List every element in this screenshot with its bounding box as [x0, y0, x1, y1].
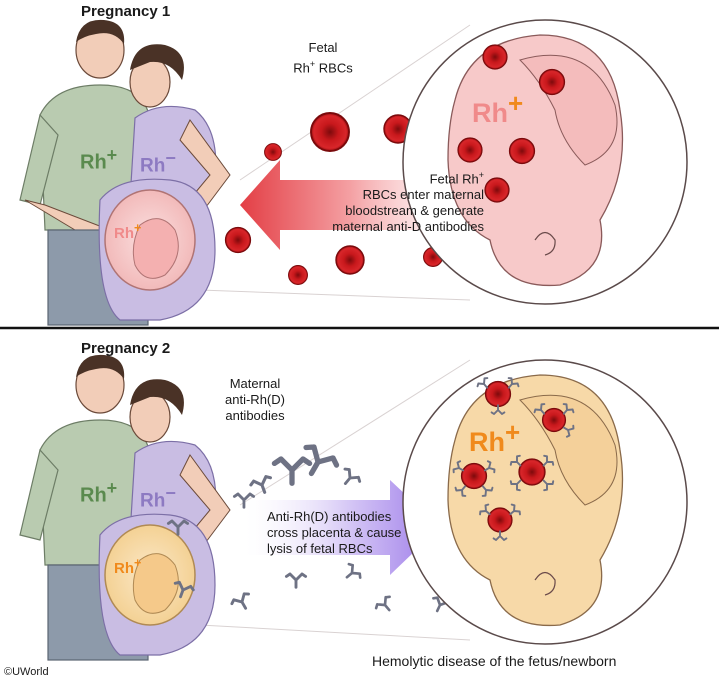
arrow-2-line3: lysis of fetal RBCs [267, 541, 373, 556]
antibody [373, 593, 398, 618]
rbc [457, 137, 483, 163]
mother-figure-2 [98, 379, 231, 656]
mother-figure [98, 44, 231, 321]
arrow-1-line4: maternal anti-D antibodies [332, 219, 484, 235]
rbc [538, 68, 566, 96]
antibody [229, 590, 256, 615]
antibody [339, 561, 364, 586]
father-rh-label: Rh+ [80, 145, 118, 174]
zoom-rh-text-2: Rh [469, 427, 505, 457]
antibody [284, 572, 308, 589]
zoom-line-top-2 [239, 359, 471, 506]
fetal-rbcs-label-line2: Rh+ RBCs [273, 56, 373, 76]
fetus-rh-label-1: Rh+ [114, 220, 141, 242]
rbc [482, 44, 508, 70]
arrow-2-caption: Anti-Rh(D) antibodies cross placenta & c… [267, 509, 437, 557]
rbc [484, 177, 510, 203]
zoom-line-bottom [199, 289, 471, 301]
fetal-rbcs-label-line1: Fetal [308, 40, 338, 55]
arrow-1-line1-base: Fetal Rh [429, 171, 479, 187]
rbc [264, 143, 282, 161]
arrow-1-line3: bloodstream & generate [345, 203, 484, 219]
panel-pregnancy-2 [19, 354, 688, 661]
mother-rh-text: Rh [140, 155, 166, 177]
antibodies-label-line1: Maternal [229, 376, 281, 391]
mother-rh-sign: − [165, 148, 176, 168]
rbc [310, 112, 350, 152]
mother-rh-label-2: Rh− [140, 483, 176, 512]
father-figure [19, 19, 151, 326]
panel-1-title: Pregnancy 1 [81, 3, 171, 20]
fetus-rh-text-1: Rh [114, 225, 134, 242]
rbc [508, 137, 536, 165]
rbc [335, 245, 365, 275]
rbc [288, 265, 308, 285]
rbc [224, 226, 252, 254]
father-rh-text-2: Rh [80, 484, 107, 507]
caption-hemolytic-disease: Hemolytic disease of the fetus/newborn [372, 653, 617, 669]
panel-pregnancy-1 [19, 19, 688, 326]
father-rh-label-2: Rh+ [80, 478, 118, 507]
fetal-rbcs-rest: RBCs [315, 60, 353, 76]
antibodies-label-line2: anti-Rh(D) [225, 392, 285, 407]
arrow-antibodies-cross-placenta [245, 480, 440, 575]
fetal-rbcs-rh: Rh [293, 60, 310, 76]
zoom-rh-label-1: Rh+ [472, 90, 523, 127]
maternal-antibodies-label: Maternal anti-Rh(D) antibodies [200, 376, 310, 424]
fetus-rh-sign-1: + [134, 221, 142, 235]
fetal-rbcs-sup: + [309, 59, 316, 69]
copyright-text: ©UWorld [4, 666, 49, 678]
mother-rh-sign-2: − [165, 483, 176, 503]
arrow-1-line1-sup: + [478, 170, 484, 180]
zoom-line-bottom-2 [199, 624, 471, 641]
mother-rh-label: Rh− [140, 148, 176, 177]
antibodies-label-line3: antibodies [225, 408, 285, 423]
arrow-1-line1: Fetal Rh+ [288, 167, 484, 187]
zoom-rh-label-2: Rh+ [469, 419, 520, 456]
father-rh-sign: + [106, 145, 118, 165]
fetus-rh-label-2: Rh+ [114, 555, 141, 577]
father-rh-sign-2: + [106, 478, 118, 498]
zoomed-fetus-1 [447, 34, 624, 287]
antibody [336, 465, 363, 492]
zoom-rh-text-1: Rh [472, 98, 508, 128]
arrow-1-line2: RBCs enter maternal [362, 187, 484, 203]
fetus-rh-sign-2: + [134, 556, 142, 570]
arrow-2-line1: Anti-Rh(D) antibodies [267, 509, 392, 524]
zoom-rh-sign-2: + [505, 417, 521, 447]
fetus-rh-text-2: Rh [114, 560, 134, 577]
panel-2-title: Pregnancy 2 [81, 340, 171, 357]
arrow-2-line2: cross placenta & cause [267, 525, 402, 540]
fetal-rbcs-label: Fetal Rh+ RBCs [273, 40, 373, 76]
arrow-1-caption: Fetal Rh+ RBCs enter maternal bloodstrea… [288, 167, 484, 235]
mother-rh-text-2: Rh [140, 490, 166, 512]
father-rh-text: Rh [80, 151, 107, 174]
zoom-rh-sign-1: + [508, 88, 524, 118]
